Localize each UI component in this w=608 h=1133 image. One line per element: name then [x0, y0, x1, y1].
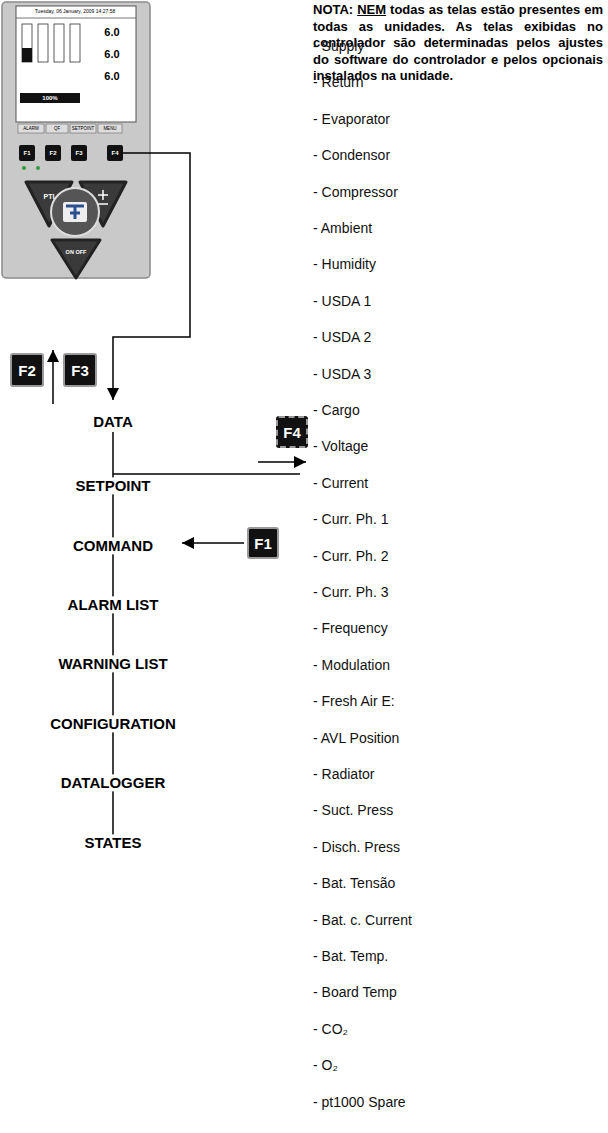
menu-item: DATALOGGER — [57, 774, 169, 791]
data-item: - Fresh Air E: — [313, 693, 395, 709]
device-text: SETPOINT — [72, 126, 95, 131]
data-item: - Condensor — [313, 147, 390, 163]
menu-item: ALARM LIST — [64, 596, 163, 613]
data-item: - Suct. Press — [313, 802, 393, 818]
key-label: F3 — [71, 362, 89, 379]
data-item: - Ambient — [313, 220, 372, 236]
device-text: F2 — [49, 150, 56, 157]
device-text: 6.0 — [104, 26, 119, 39]
data-item: - Curr. Ph. 1 — [313, 511, 388, 527]
data-item: - Return — [313, 74, 364, 90]
device-text: F4 — [111, 150, 118, 157]
data-item: - Radiator — [313, 766, 374, 782]
data-item: - pt1000 Spare — [313, 1094, 406, 1110]
data-item: - Modulation — [313, 657, 390, 673]
data-item: - USDA 2 — [313, 329, 371, 345]
data-item: - Curr. Ph. 2 — [313, 548, 388, 564]
data-item: - Bat. Tensão — [313, 875, 395, 891]
device-text: F3 — [75, 150, 82, 157]
data-item: - Current — [313, 475, 368, 491]
device-text: 6.0 — [104, 48, 119, 61]
data-item: - Supply — [313, 38, 364, 54]
data-item: - Bat. c. Current — [313, 912, 412, 928]
device-text: MENU — [103, 126, 116, 131]
spacer — [353, 2, 357, 17]
data-item: - USDA 1 — [313, 293, 371, 309]
data-item: - Cargo — [313, 402, 360, 418]
data-item: - CO₂ — [313, 1021, 348, 1037]
device-text: ON OFF — [66, 249, 87, 255]
data-item: - Board Temp — [313, 984, 397, 1000]
note-text: NOTA: — [313, 2, 353, 17]
device-text: F1 — [23, 150, 30, 157]
menu-item: STATES — [81, 834, 146, 851]
data-item: - Frequency — [313, 620, 388, 636]
data-item: - AVL Position — [313, 730, 399, 746]
menu-item: DATA — [89, 413, 136, 430]
device-text: QF — [54, 126, 60, 131]
data-item: - Humidity — [313, 256, 376, 272]
menu-item: SETPOINT — [71, 477, 154, 494]
menu-item: WARNING LIST — [54, 655, 171, 672]
device-text: ALARM — [23, 126, 39, 131]
device-text: PTI — [44, 193, 55, 201]
data-item: - USDA 3 — [313, 366, 371, 382]
function-key: F3 — [63, 353, 97, 387]
data-item: - Disch. Press — [313, 839, 400, 855]
data-item: - Curr. Ph. 3 — [313, 584, 388, 600]
data-item: - Compressor — [313, 184, 398, 200]
device-text: Tuesday, 06 January, 2009 14:27:58 — [35, 9, 116, 15]
spacer — [386, 2, 390, 17]
menu-item: CONFIGURATION — [46, 715, 180, 732]
function-key: F2 — [10, 353, 44, 387]
function-key: F4 — [276, 416, 308, 448]
data-item: - Evaporator — [313, 111, 390, 127]
menu-item: COMMAND — [69, 537, 157, 554]
device-text: 100% — [42, 95, 57, 102]
data-item: - Voltage — [313, 438, 368, 454]
device-text: 6.0 — [104, 70, 119, 83]
key-label: F2 — [18, 362, 36, 379]
controller-device — [2, 2, 150, 278]
data-item: - Bat. Temp. — [313, 948, 388, 964]
note-emphasis: NEM — [357, 2, 386, 17]
key-label: F4 — [283, 424, 301, 441]
key-label: F1 — [254, 535, 272, 552]
data-item: - O₂ — [313, 1057, 338, 1073]
function-key: F1 — [247, 527, 279, 559]
navigation-lines — [53, 153, 306, 836]
